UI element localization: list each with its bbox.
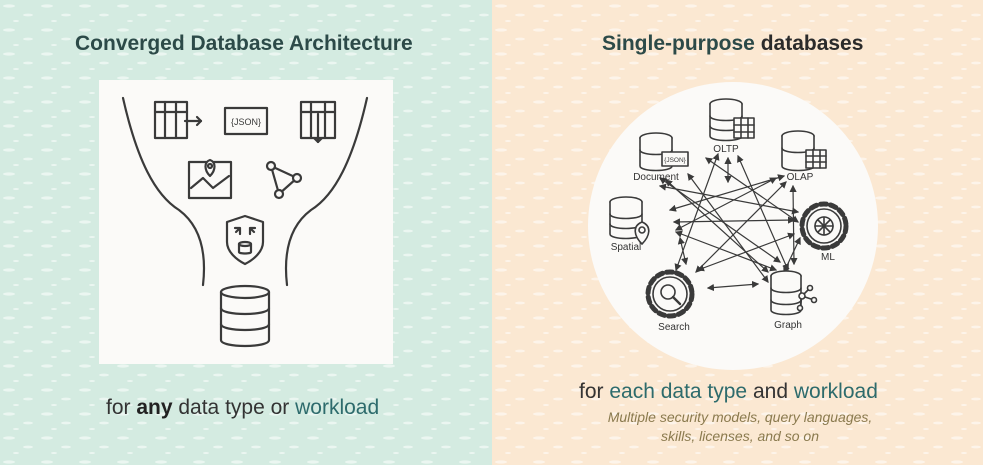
map-icon (187, 158, 233, 200)
funnel-left-wall (121, 96, 206, 287)
caption-emph2: workload (295, 396, 380, 419)
graph-icon (265, 160, 303, 200)
database-icon (219, 284, 271, 348)
converged-title: Converged Database Architecture (75, 32, 413, 55)
caption-mid: and (747, 380, 794, 403)
document-json-label: {JSON} (664, 157, 687, 164)
olap-database-icon (781, 130, 827, 172)
spatial-label: Spatial (611, 242, 642, 253)
caption-mid: data type or (172, 396, 296, 419)
graph-label: Graph (774, 320, 802, 331)
title-rest: databases (754, 32, 864, 55)
columnar-table-icon (299, 100, 337, 144)
shield-icon (225, 214, 265, 266)
search-label: Search (658, 322, 690, 333)
oltp-database-icon (709, 98, 755, 142)
single-purpose-panel (492, 0, 983, 465)
table-arrow-icon (153, 100, 203, 140)
title-accent: Single-purpose (602, 32, 755, 55)
funnel-diagram: {JSON} (121, 96, 369, 348)
single-purpose-caption: for each data type and workload (579, 380, 878, 404)
network-diagram: {JSON} (609, 98, 849, 333)
caption-emph: each data type (609, 380, 748, 403)
ml-label: ML (821, 252, 835, 263)
node-labels: OLTP Document OLAP Spatial ML Search Gra… (611, 144, 836, 333)
ml-gear-icon (799, 201, 849, 251)
caption-pre: for (579, 380, 610, 403)
spatial-database-icon (609, 196, 650, 245)
subcaption-line-1: Multiple security models, query language… (607, 409, 873, 425)
json-label: {JSON} (231, 117, 261, 127)
caption-emph: any (136, 396, 173, 419)
document-database-icon: {JSON} (639, 132, 689, 172)
caption-pre: for (106, 396, 137, 419)
json-icon: {JSON} (223, 106, 269, 136)
converged-caption: for any data type or workload (106, 396, 379, 420)
oltp-label: OLTP (713, 144, 739, 155)
caption-emph2: workload (793, 380, 878, 403)
network-circle: {JSON} (588, 82, 878, 370)
single-purpose-title: Single-purpose databases (602, 32, 863, 56)
search-gear-icon (645, 269, 695, 319)
connection-arrows (658, 152, 801, 292)
document-label: Document (633, 172, 679, 183)
funnel-right-wall (284, 96, 369, 287)
subcaption-line-2: skills, licenses, and so on (661, 428, 819, 444)
funnel-box: {JSON} (99, 80, 393, 364)
olap-label: OLAP (787, 172, 814, 183)
graph-database-icon (770, 270, 818, 316)
